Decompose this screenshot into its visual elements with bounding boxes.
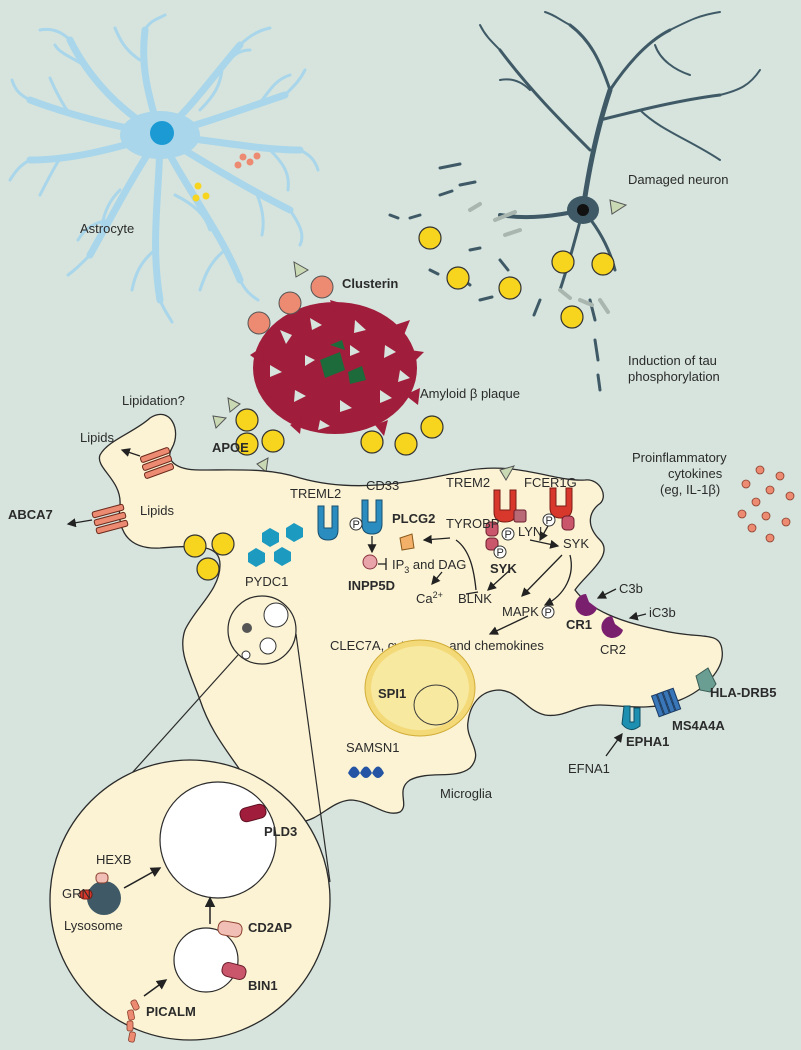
abca7-label: ABCA7 <box>8 507 53 522</box>
treml2-receptor <box>317 505 339 541</box>
clusterin-particles <box>247 275 334 335</box>
amyloid-label: Amyloid β plaque <box>420 386 520 401</box>
abca7-transporter <box>91 503 129 535</box>
lysosome <box>87 881 121 915</box>
cytokines-label-3: (eg, IL-1β) <box>660 482 720 497</box>
calcium-label: Ca2+ <box>416 590 443 606</box>
cytokines-label-1: Proinflammatory <box>632 450 727 465</box>
amyloid-plaque <box>250 300 424 436</box>
picalm-label: PICALM <box>146 1004 196 1019</box>
hexb-label: HEXB <box>96 852 131 867</box>
apoe-label: APOE <box>212 440 249 455</box>
epha1-receptor <box>621 705 641 730</box>
damaged-neuron <box>479 11 761 292</box>
pld3-protein <box>239 803 267 823</box>
cd33-receptor <box>361 499 383 535</box>
apoe-particles <box>235 408 444 456</box>
ip3-label: IP3 and DAG <box>392 557 466 575</box>
plcg2-enzyme <box>399 533 415 551</box>
large-vesicle <box>159 781 277 899</box>
clusterin-triangle <box>293 261 309 278</box>
pydc1-hexagons <box>248 523 303 567</box>
lysosome-label: Lysosome <box>64 918 123 933</box>
lyn-label: LYN <box>518 524 542 539</box>
microglia-label: Microglia <box>440 786 493 801</box>
pydc1-label: PYDC1 <box>245 574 288 589</box>
cell-apoe-balls <box>183 532 235 581</box>
trem2-label: TREM2 <box>446 475 490 490</box>
ms4a4a-label: MS4A4A <box>672 718 725 733</box>
trem2-receptor <box>493 489 517 523</box>
astrocyte-label: Astrocyte <box>80 221 134 236</box>
cd2ap-protein <box>217 920 243 938</box>
neuron-tau-balls <box>418 226 615 329</box>
mapk-phospho: P <box>545 607 552 619</box>
spi1-label: SPI1 <box>378 686 406 701</box>
cr2-receptor <box>601 616 623 638</box>
lipids-mid-label: Lipids <box>140 503 174 518</box>
astrocyte <box>8 13 320 324</box>
grn-protein <box>79 889 93 900</box>
pld3-label: PLD3 <box>264 824 297 839</box>
hexb-protein <box>95 872 109 884</box>
bin1-label: BIN1 <box>248 978 278 993</box>
tyrobp-label: TYROBP <box>446 516 499 531</box>
cr2-label: CR2 <box>600 642 626 657</box>
tyrobp-phospho-1: P <box>505 529 512 541</box>
fcer1g-label: FCER1G <box>524 475 577 490</box>
tyrobp-adaptors <box>485 515 575 551</box>
picalm-protein <box>126 999 140 1043</box>
efna1-label: EFNA1 <box>568 761 610 776</box>
hla-drb5-label: HLA-DRB5 <box>710 685 776 700</box>
inpp5d-enzyme <box>362 554 378 570</box>
tau-label-line2: phosphorylation <box>628 369 720 384</box>
cr1-label: CR1 <box>566 617 592 632</box>
cytokine-dots <box>737 465 795 543</box>
cytokines-label-2: cytokines <box>668 466 723 481</box>
clusterin-label: Clusterin <box>342 276 398 291</box>
cd2ap-label: CD2AP <box>248 920 292 935</box>
bin1-protein <box>221 961 247 981</box>
grn-label: GRN <box>62 886 91 901</box>
c3b-label: C3b <box>619 581 643 596</box>
tau-label-line1: Induction of tau <box>628 353 717 368</box>
lipids-top-label: Lipids <box>80 430 114 445</box>
cd33-label: CD33 <box>366 478 399 493</box>
tyrobp-phospho-2: P <box>497 547 504 559</box>
neuron-fragments-faded <box>468 202 610 314</box>
inpp5d-label: INPP5D <box>348 578 395 593</box>
nucleolus <box>413 684 459 726</box>
blnk-label: BLNK <box>458 591 492 606</box>
damaged-neuron-label: Damaged neuron <box>628 172 728 187</box>
ms4a4a-protein <box>650 687 682 718</box>
mapk-label: MAPK <box>502 604 539 619</box>
small-vesicle <box>173 927 239 993</box>
cd33-phospho: P <box>353 519 360 531</box>
samsn1-proteins <box>348 766 384 778</box>
ic3b-label: iC3b <box>649 605 676 620</box>
neuron-triangle-marker <box>609 199 628 215</box>
abca7-transporter-top <box>139 447 175 479</box>
vesicle-detail <box>227 595 297 665</box>
syk-bold-label: SYK <box>490 561 517 576</box>
lipidation-label: Lipidation? <box>122 393 185 408</box>
trem2-triangle <box>499 465 516 481</box>
hla-drb5-protein <box>695 667 717 693</box>
plcg2-label: PLCG2 <box>392 511 435 526</box>
syk-label: SYK <box>563 536 589 551</box>
fcer1g-phospho: P <box>546 515 553 527</box>
apoe-triangles <box>212 397 269 473</box>
treml2-label: TREML2 <box>290 486 341 501</box>
cr1-receptor <box>575 594 597 616</box>
neuron-fragments <box>388 162 602 392</box>
samsn1-label: SAMSN1 <box>346 740 399 755</box>
lyn-kinase <box>513 509 527 523</box>
epha1-label: EPHA1 <box>626 734 669 749</box>
